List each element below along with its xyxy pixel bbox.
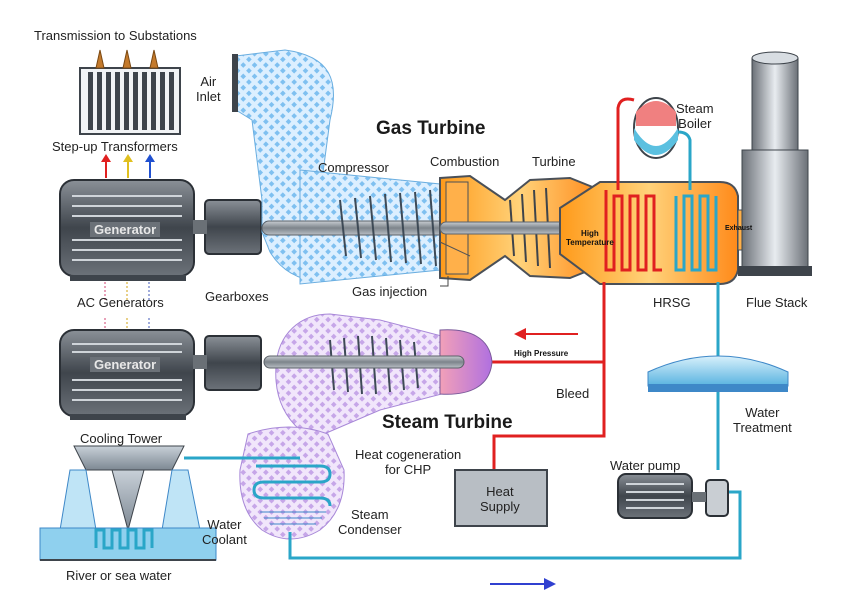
gearbox-top [204, 199, 262, 255]
label-compressor: Compressor [318, 160, 389, 175]
label-turbine: Turbine [532, 154, 576, 169]
heat-supply-box [454, 469, 548, 527]
gearbox-bottom [204, 335, 262, 391]
steam-turbine [263, 313, 493, 441]
label-transmission: Transmission to Substations [34, 28, 197, 43]
transformer-arrows [101, 154, 155, 178]
label-exhaust: Exhaust [725, 225, 753, 232]
label-step-up-transformers: Step-up Transformers [52, 139, 178, 154]
step-up-transformers [79, 49, 181, 135]
label-cooling-tower: Cooling Tower [80, 431, 163, 446]
generator-wires [104, 282, 150, 330]
label-combustion: Combustion [430, 154, 500, 169]
steam-boiler [616, 97, 692, 190]
label-generator-top: Generator [90, 222, 161, 237]
gas-injection-leader [440, 276, 449, 287]
label-gearboxes: Gearboxes [205, 289, 269, 304]
flow-arrow-red [514, 328, 578, 340]
generator-bottom [59, 329, 195, 420]
title-gas-turbine: Gas Turbine [376, 118, 486, 139]
label-high-temperature: High Temperature [566, 229, 614, 247]
label-bleed: Bleed [556, 386, 590, 401]
shaft-top-left [193, 220, 207, 234]
flue-stack [738, 51, 812, 276]
steam-condenser [239, 426, 345, 540]
flow-arrow-blue [490, 578, 556, 590]
label-water-coolant: Water Coolant [202, 517, 247, 547]
label-water-pump: Water pump [610, 458, 681, 473]
cooling-tower [59, 445, 201, 532]
label-steam-boiler: Steam Boiler [676, 101, 714, 131]
water-pump [617, 473, 729, 519]
label-flue-stack: Flue Stack [746, 295, 808, 310]
label-generator-bottom: Generator [90, 357, 161, 372]
label-hrsg: HRSG [653, 295, 691, 310]
label-heat-cogeneration: Heat cogeneration for CHP [355, 447, 462, 477]
title-steam-turbine: Steam Turbine [382, 412, 513, 433]
label-gas-injection: Gas injection [352, 284, 428, 299]
shaft-bottom-left [193, 355, 207, 369]
compressor [261, 169, 451, 285]
label-heat-supply: Heat Supply [480, 484, 520, 514]
label-water-treatment: Water Treatment [733, 405, 792, 435]
river-basin [39, 527, 217, 561]
high-pressure-steam-pipe [480, 282, 606, 470]
label-river: River or sea water [66, 568, 172, 583]
label-steam-condenser: Steam Condenser [338, 507, 402, 537]
label-high-pressure: High Pressure [514, 349, 569, 358]
water-treatment [647, 355, 789, 392]
insulator-icon [95, 49, 159, 69]
label-ac-generators: AC Generators [77, 295, 164, 310]
label-air-inlet: Air Inlet [196, 74, 221, 104]
